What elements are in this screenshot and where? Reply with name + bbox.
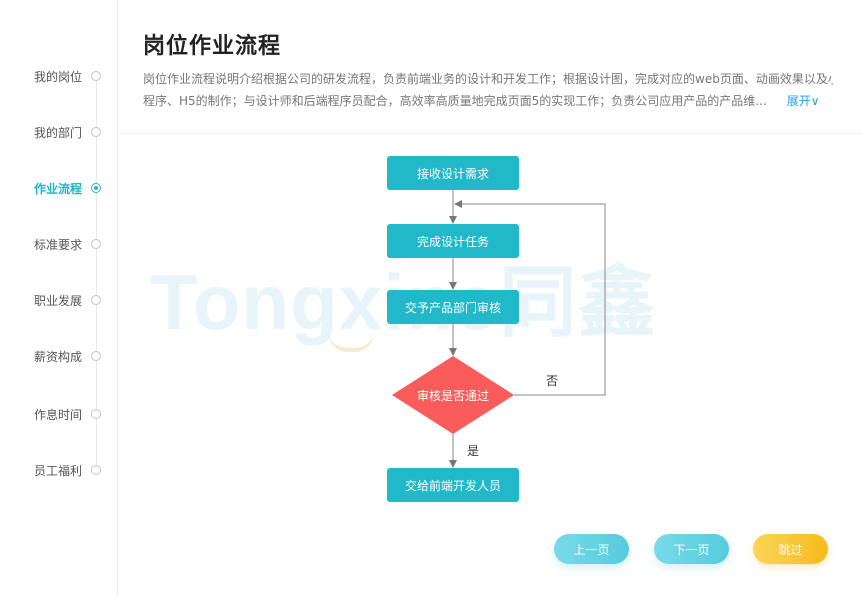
active-dot-icon <box>91 183 101 193</box>
circle-icon <box>91 295 101 305</box>
flow-label-no: 否 <box>546 374 559 388</box>
flow-step-complete-design[interactable]: 完成设计任务 <box>387 224 519 258</box>
description-line: 岗位作业流程说明介绍根据公司的研发流程，负责前端业务的设计和开发工作；根据设计图… <box>143 72 833 86</box>
flow-step-hand-to-frontend[interactable]: 交给前端开发人员 <box>387 468 519 502</box>
sidebar-item-label: 标准要求 <box>33 238 82 252</box>
nav-timeline-rail <box>96 76 97 472</box>
sidebar-item-label: 职业发展 <box>33 294 82 308</box>
watermark-smile-icon <box>328 332 374 352</box>
circle-icon <box>91 71 101 81</box>
next-page-button[interactable]: 下一页 <box>654 534 729 564</box>
sidebar-item-career[interactable]: 职业发展 <box>0 290 118 310</box>
flow-label-yes: 是 <box>467 444 480 458</box>
prev-page-button[interactable]: 上一页 <box>554 534 629 564</box>
skip-button[interactable]: 跳过 <box>753 534 828 564</box>
sidebar-item-label: 我的部门 <box>33 126 82 140</box>
page-title: 岗位作业流程 <box>143 34 282 59</box>
sidebar-item-my-department[interactable]: 我的部门 <box>0 122 118 142</box>
circle-icon <box>91 351 101 361</box>
description-line: 程序、H5的制作；与设计师和后端程序员配合，高效率高质量地完成页面5的实现工作；… <box>143 90 833 112</box>
header-divider <box>119 133 862 134</box>
sidebar-item-label: 薪资构成 <box>33 350 82 364</box>
expand-link[interactable]: 展开∨ <box>786 94 820 108</box>
sidebar-item-benefits[interactable]: 员工福利 <box>0 460 118 480</box>
flow-step-receive-requirements[interactable]: 接收设计需求 <box>387 156 519 190</box>
sidebar-item-salary[interactable]: 薪资构成 <box>0 346 118 366</box>
circle-icon <box>91 239 101 249</box>
sidebar-item-label: 作息时间 <box>33 408 82 422</box>
page-description: 岗位作业流程说明介绍根据公司的研发流程，负责前端业务的设计和开发工作；根据设计图… <box>143 68 833 112</box>
sidebar-item-label: 员工福利 <box>33 464 82 478</box>
flow-decision-approved[interactable]: 审核是否通过 <box>416 388 489 403</box>
sidebar-item-schedule[interactable]: 作息时间 <box>0 404 118 424</box>
sidebar-item-label: 我的岗位 <box>33 70 82 84</box>
circle-icon <box>91 465 101 475</box>
flow-step-product-review[interactable]: 交予产品部门审核 <box>387 290 519 324</box>
sidebar-item-standards[interactable]: 标准要求 <box>0 234 118 254</box>
sidebar-nav: 我的岗位 我的部门 作业流程 标准要求 职业发展 薪资构成 作息时间 员工福利 <box>0 0 118 597</box>
circle-icon <box>91 409 101 419</box>
sidebar-item-workflow[interactable]: 作业流程 <box>0 178 118 198</box>
circle-icon <box>91 127 101 137</box>
sidebar-item-label: 作业流程 <box>33 182 82 196</box>
description-text: 程序、H5的制作；与设计师和后端程序员配合，高效率高质量地完成页面5的实现工作；… <box>143 94 767 108</box>
sidebar-item-my-position[interactable]: 我的岗位 <box>0 66 118 86</box>
